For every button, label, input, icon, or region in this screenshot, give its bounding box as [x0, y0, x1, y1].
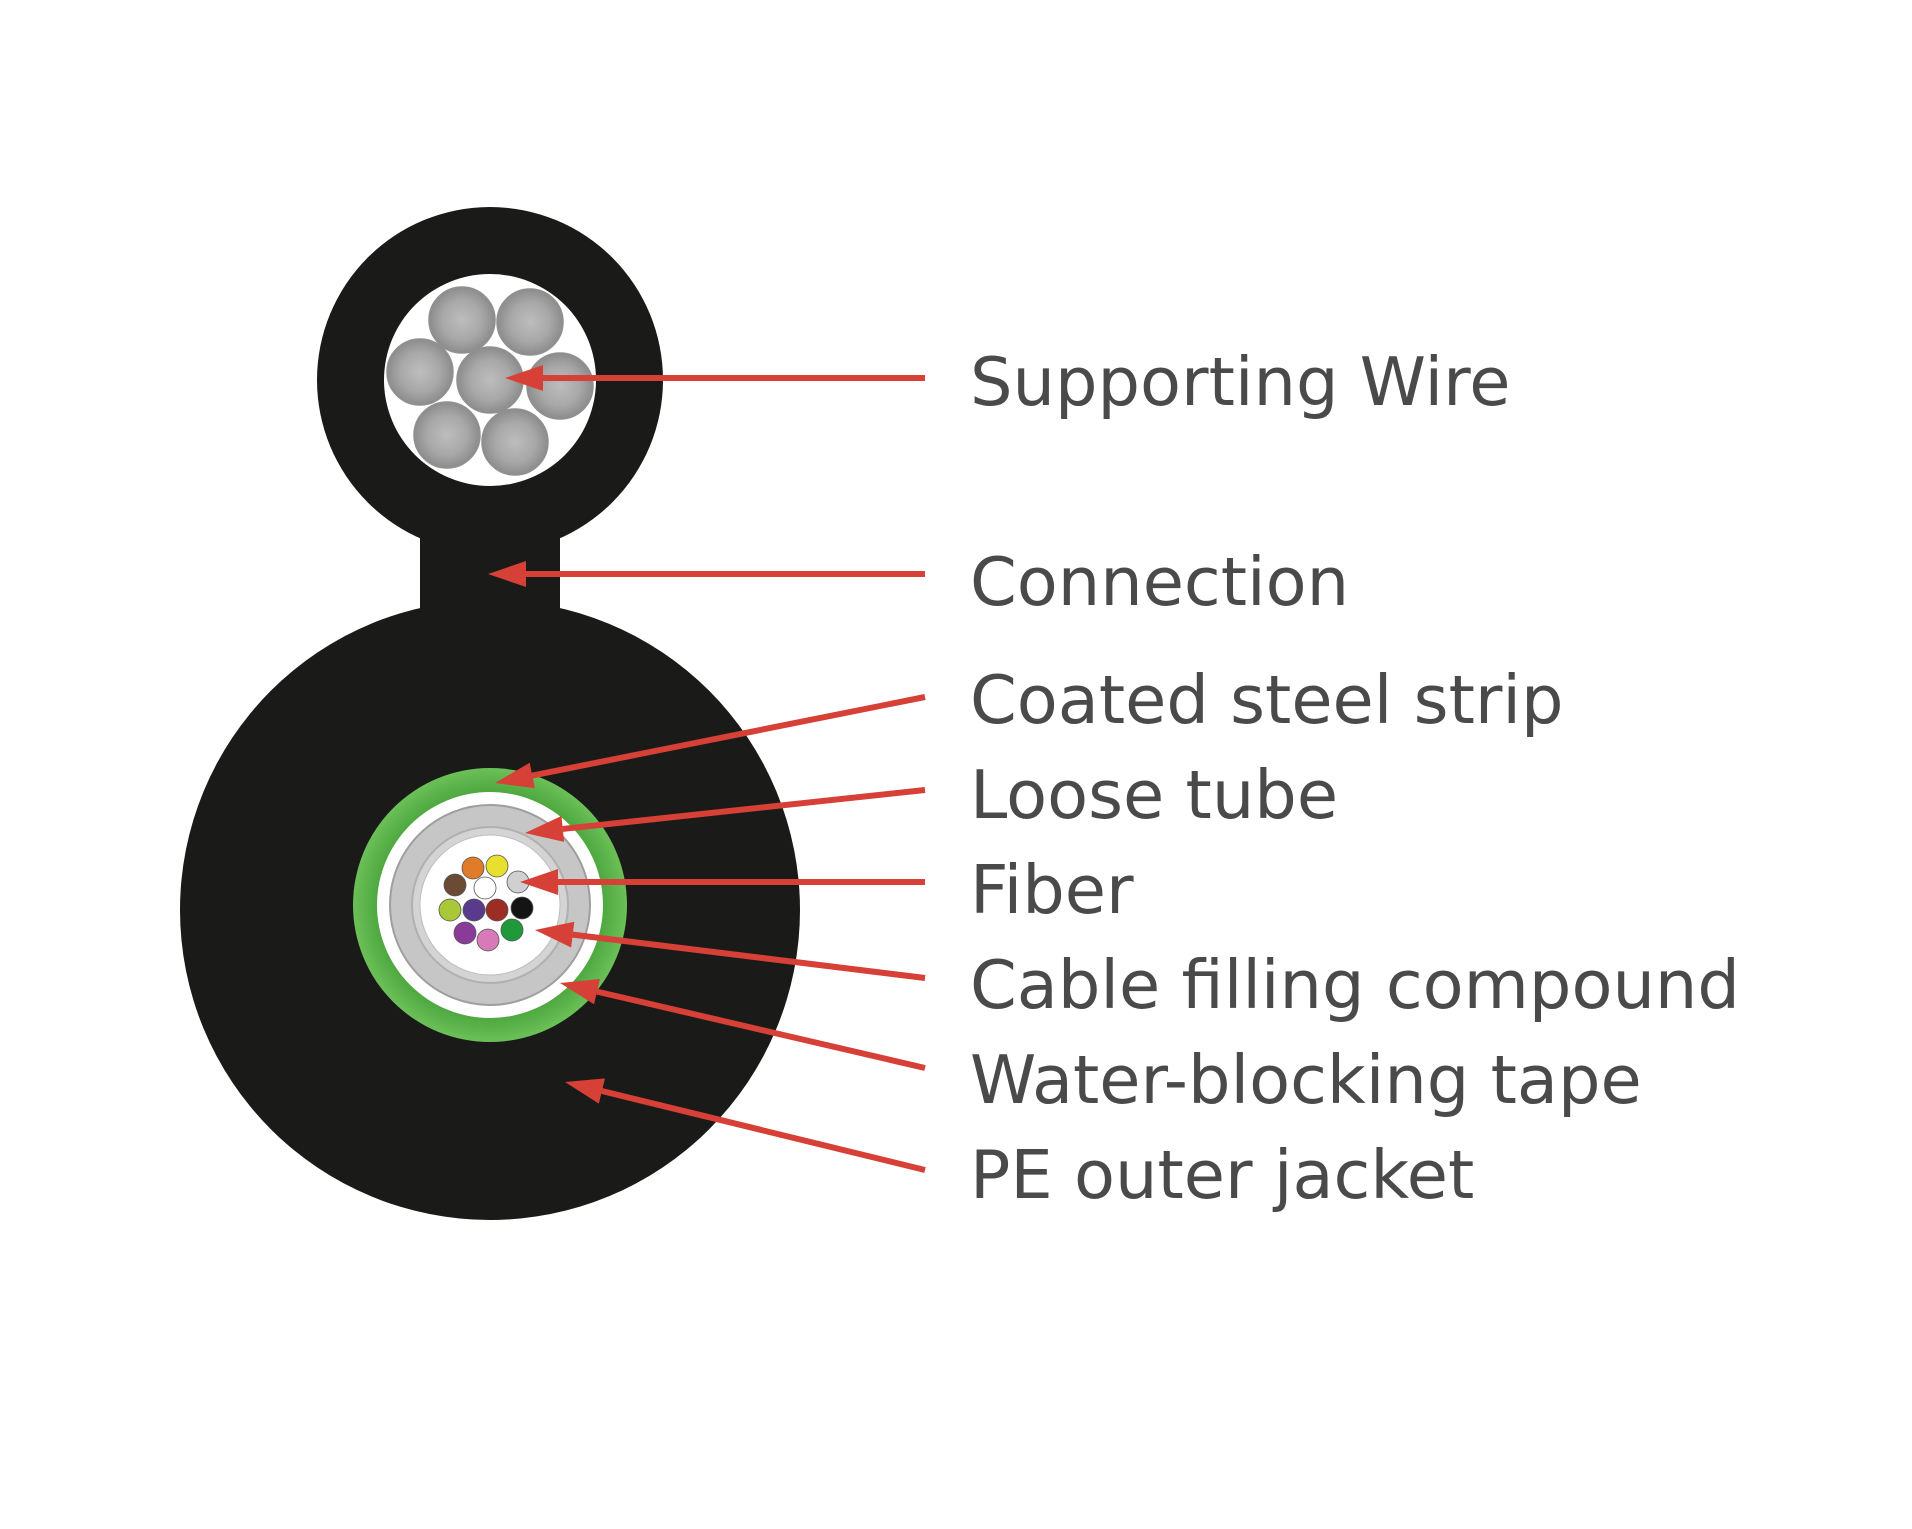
- arrow-water-blocking-tape: [560, 978, 926, 1071]
- label-connection: Connection: [970, 543, 1349, 621]
- fiber-strand-12: [500, 918, 524, 942]
- wire-strand-4: [386, 338, 454, 406]
- arrow-shaft-water-blocking-tape: [596, 988, 926, 1071]
- label-loose-tube: Loose tube: [970, 756, 1338, 834]
- fiber-strand-10: [453, 921, 477, 945]
- fiber-strand-4: [473, 876, 497, 900]
- arrow-cable-filling-compound: [535, 921, 926, 981]
- label-cable-filling-compound: Cable filling compound: [970, 946, 1740, 1024]
- arrow-connection: [488, 561, 925, 587]
- arrow-head-fiber: [520, 869, 558, 895]
- callout-arrows: [488, 365, 926, 1173]
- fiber-strand-2: [485, 854, 509, 878]
- label-coated-steel-strip: Coated steel strip: [970, 661, 1564, 739]
- fiber-bundle: [438, 854, 534, 952]
- fiber-strand-1: [461, 856, 485, 880]
- label-supporting-wire: Supporting Wire: [970, 343, 1510, 421]
- arrow-head-water-blocking-tape: [560, 978, 600, 1005]
- arrow-head-cable-filling-compound: [535, 921, 575, 948]
- fiber-strand-9: [510, 896, 534, 920]
- arrow-head-pe-outer-jacket: [565, 1078, 606, 1104]
- wire-strand-2: [428, 286, 496, 354]
- arrow-head-connection: [488, 561, 526, 587]
- wire-strand-6: [413, 401, 481, 469]
- arrow-loose-tube: [525, 787, 926, 842]
- fiber-strand-8: [485, 898, 509, 922]
- arrow-head-supporting-wire: [505, 365, 543, 391]
- arrow-shaft-coated-steel-strip: [531, 694, 926, 779]
- arrow-head-loose-tube: [525, 816, 565, 842]
- fiber-strand-7: [462, 898, 486, 922]
- wire-strands: [386, 286, 594, 476]
- fiber-strand-3: [443, 873, 467, 897]
- label-water-blocking-tape: Water-blocking tape: [970, 1041, 1642, 1119]
- arrow-coated-steel-strip: [495, 694, 926, 789]
- arrow-pe-outer-jacket: [565, 1078, 926, 1173]
- arrow-fiber: [520, 869, 925, 895]
- arrow-supporting-wire: [505, 365, 925, 391]
- fiber-strand-6: [438, 898, 462, 922]
- wire-strand-5: [526, 352, 594, 420]
- label-fiber: Fiber: [970, 851, 1134, 929]
- arrow-shaft-pe-outer-jacket: [601, 1088, 926, 1173]
- label-pe-outer-jacket: PE outer jacket: [970, 1136, 1474, 1214]
- arrow-head-coated-steel-strip: [495, 762, 535, 789]
- supporting-wire-assembly: [317, 207, 663, 553]
- arrow-shaft-loose-tube: [562, 787, 926, 832]
- callout-labels: Supporting Wire Connection Coated steel …: [970, 343, 1740, 1214]
- main-cable-assembly: [180, 600, 800, 1220]
- wire-strand-7: [481, 408, 549, 476]
- wire-strand-3: [496, 288, 564, 356]
- arrow-shaft-cable-filling-compound: [572, 931, 926, 981]
- fiber-strand-11: [476, 928, 500, 952]
